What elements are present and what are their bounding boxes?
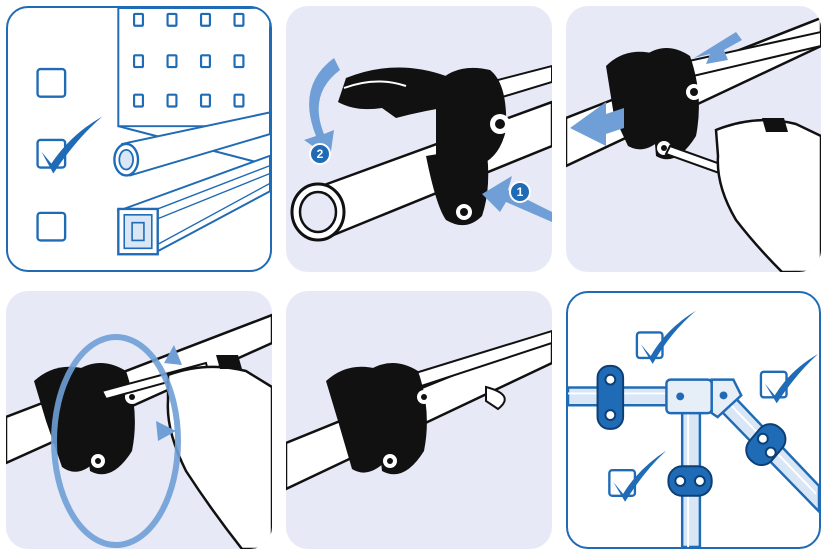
insert-hex-key-illustration <box>566 6 821 272</box>
curved-arrow-icon <box>304 58 340 158</box>
clamp-body <box>34 363 139 474</box>
panel-insert-hex-key <box>566 6 821 272</box>
compatibility-illustration <box>8 8 270 270</box>
panel-compatibility <box>6 6 272 272</box>
panel-frame-examples <box>566 291 821 549</box>
panel-turn-hex-key <box>6 291 272 549</box>
round-tube-icon <box>292 102 552 240</box>
clamp-body <box>606 48 702 159</box>
panel-open-clamp: 2 1 <box>286 6 552 272</box>
svg-text:2: 2 <box>317 147 324 161</box>
panel-clamp-mounted <box>286 291 552 549</box>
hand <box>716 120 821 272</box>
svg-text:1: 1 <box>517 185 524 199</box>
clamp-mounted-illustration <box>286 291 552 549</box>
open-clamp-illustration: 2 1 <box>286 6 552 272</box>
turn-hex-key-illustration <box>6 291 272 549</box>
step-badge-2: 2 <box>310 144 330 164</box>
step-badge-1: 1 <box>510 182 530 202</box>
checkbox-icon <box>38 213 66 241</box>
frame-examples-illustration <box>568 293 819 547</box>
checkbox-icon <box>38 69 66 97</box>
hand <box>168 367 272 549</box>
